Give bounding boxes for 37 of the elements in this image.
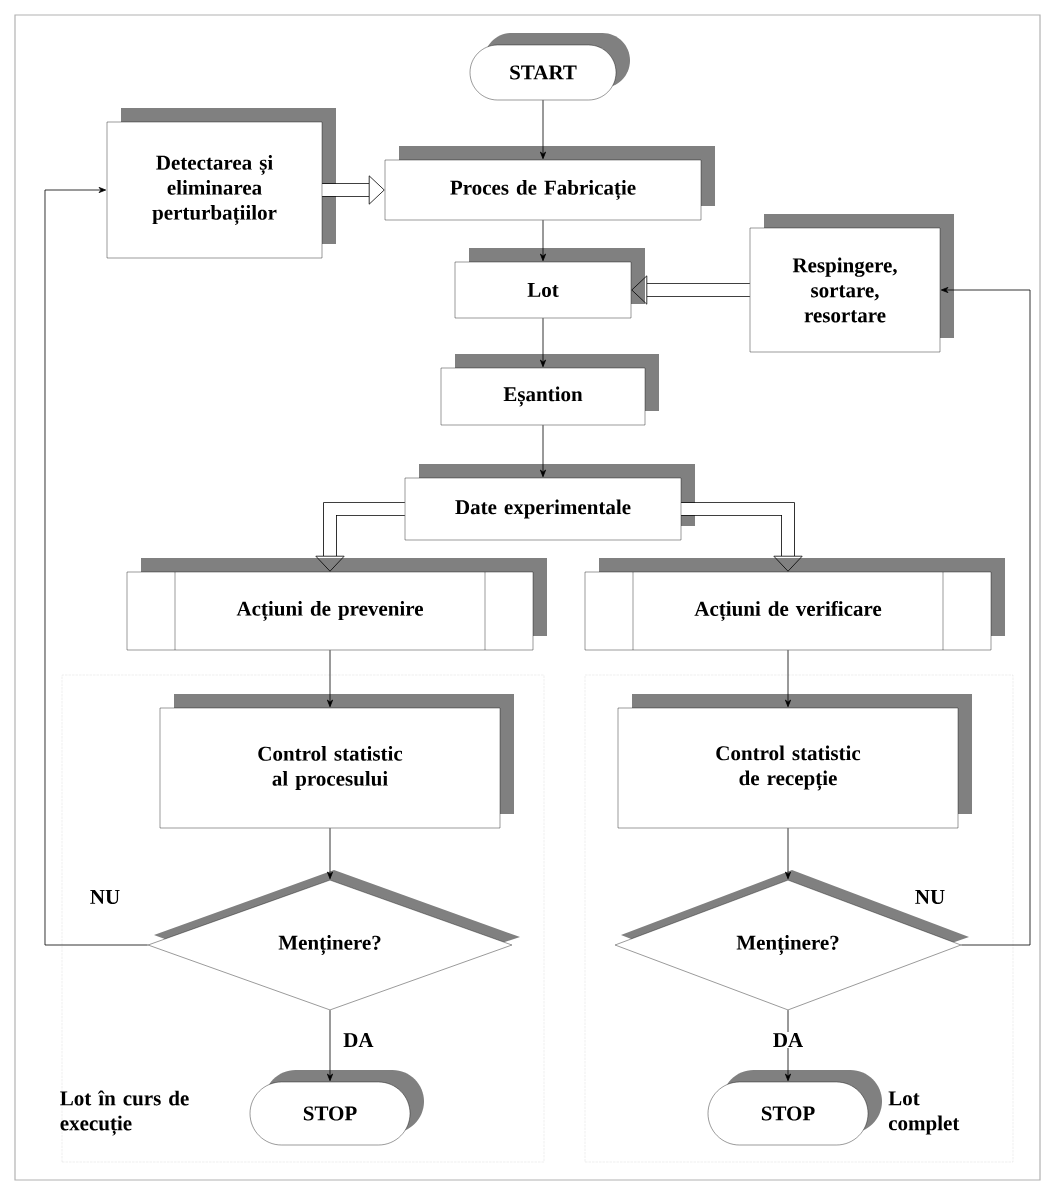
arrow bbox=[785, 649, 791, 708]
arrow bbox=[327, 827, 333, 880]
arrow bbox=[785, 827, 791, 880]
terminal-box: STOP bbox=[249, 1070, 424, 1146]
arrow bbox=[327, 1009, 333, 1082]
block-arrow bbox=[322, 175, 385, 205]
process-box: Proces de Fabricație bbox=[384, 146, 715, 221]
process-box: Control statistic al procesului bbox=[159, 694, 514, 829]
process-box: Lot bbox=[454, 248, 645, 319]
arrow bbox=[327, 649, 333, 708]
node-caption: Lot complet bbox=[888, 1091, 960, 1135]
arrow bbox=[540, 424, 546, 478]
process-box: Date experimentale bbox=[404, 464, 695, 541]
edge-label: NU bbox=[88, 889, 122, 905]
arrow bbox=[540, 219, 546, 262]
predefined-process-box: Acțiuni de prevenire bbox=[126, 558, 547, 651]
arrow bbox=[785, 1009, 791, 1082]
arrow bbox=[540, 317, 546, 368]
edge-label: DA bbox=[771, 1032, 805, 1048]
terminal-box: STOP bbox=[707, 1070, 882, 1146]
edge-label: NU bbox=[913, 889, 947, 905]
block-arrow bbox=[315, 502, 405, 572]
arrow bbox=[940, 287, 1031, 946]
process-box: Eșantion bbox=[440, 354, 659, 426]
dotted-frame bbox=[61, 674, 545, 1163]
dotted-frame bbox=[584, 674, 1014, 1163]
predefined-process-box: Acțiuni de verificare bbox=[584, 558, 1005, 651]
arrow bbox=[540, 99, 546, 160]
arrow bbox=[44, 187, 149, 946]
node-caption: Lot în curs de execuție bbox=[60, 1090, 189, 1136]
process-box: Detectarea și eliminarea perturbațiilor bbox=[106, 108, 336, 259]
block-arrow bbox=[681, 502, 803, 572]
edge-label: DA bbox=[342, 1032, 375, 1048]
process-box: Respingere, sortare, resortare bbox=[749, 214, 954, 353]
process-box: Control statistic de recepție bbox=[617, 694, 972, 829]
block-arrow bbox=[631, 275, 750, 305]
terminal-box: START bbox=[469, 33, 630, 101]
